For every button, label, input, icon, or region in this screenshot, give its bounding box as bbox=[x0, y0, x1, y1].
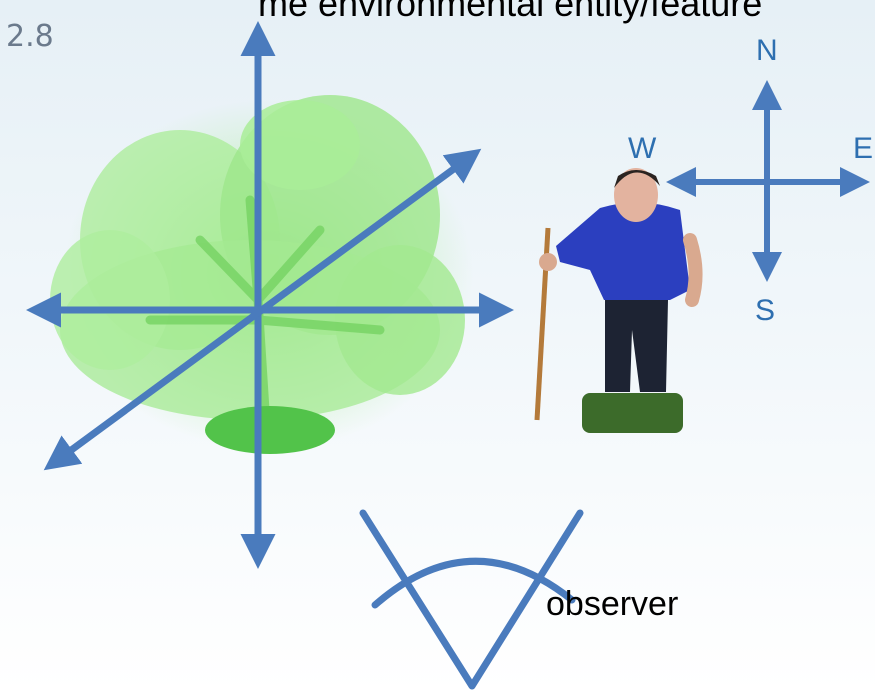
compass-south-label: S bbox=[755, 294, 775, 327]
compass-rose-icon: N S W E bbox=[628, 34, 873, 327]
handwritten-number: 2.8 bbox=[6, 19, 54, 54]
header-title-fragment: me environmental entity/feature bbox=[258, 0, 762, 24]
hiker-figurine-icon bbox=[534, 168, 703, 433]
compass-west-label: W bbox=[628, 132, 657, 165]
compass-north-label: N bbox=[756, 34, 778, 67]
spatial-axes bbox=[26, 21, 514, 569]
depth-axis-arrow bbox=[43, 148, 482, 471]
observer-label: observer bbox=[546, 585, 678, 623]
observer-eye-icon bbox=[359, 509, 584, 690]
compass-east-label: E bbox=[853, 132, 873, 165]
